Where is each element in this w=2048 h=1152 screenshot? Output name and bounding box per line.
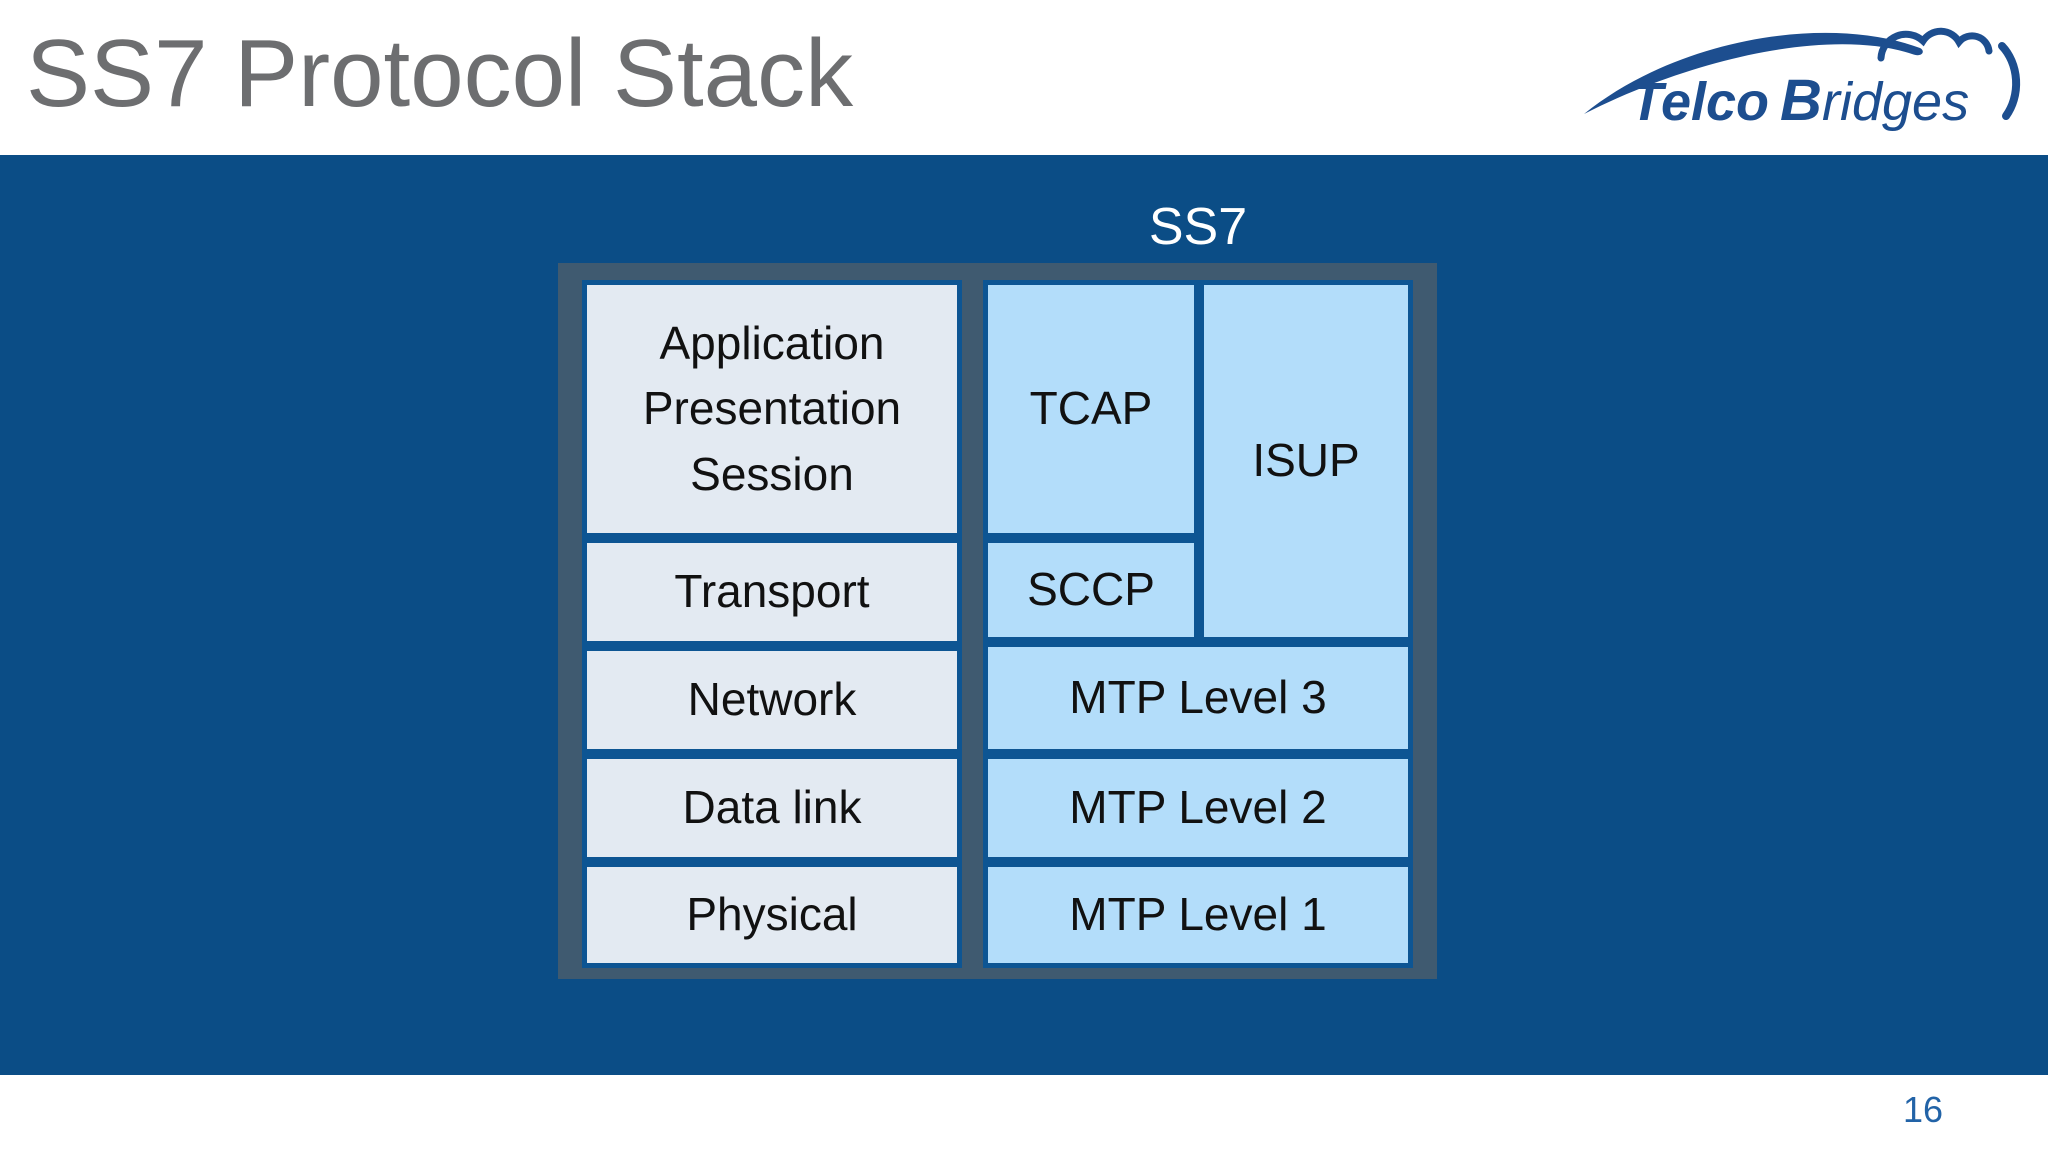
- brand-logo: Telco B ridges: [1578, 12, 2030, 144]
- isup-cell: ISUP: [1199, 280, 1413, 642]
- osi-layer-line: Transport: [674, 565, 870, 618]
- logo-text-b: B: [1780, 68, 1822, 133]
- ss7-stack: TCAP SCCP ISUP MTP Level 3 MTP Level 2: [983, 280, 1413, 968]
- protocol-diagram: Application Presentation Session Transpo…: [558, 263, 1437, 979]
- osi-layer-transport: Transport: [582, 538, 962, 646]
- logo-paren-icon: [1998, 42, 2021, 120]
- osi-layer-line: Application: [659, 317, 885, 370]
- sccp-label: SCCP: [1027, 563, 1155, 616]
- osi-stack: Application Presentation Session Transpo…: [582, 280, 962, 968]
- sccp-cell: SCCP: [983, 538, 1199, 642]
- slide-header: SS7 Protocol Stack Telco B ridges: [0, 0, 2048, 155]
- slide-footer: 16: [0, 1075, 2048, 1152]
- osi-layer-line: Network: [687, 673, 857, 726]
- page-number: 16: [1902, 1089, 1944, 1130]
- isup-label: ISUP: [1252, 434, 1360, 487]
- osi-layer-data-link: Data link: [582, 754, 962, 862]
- mtp-level-3-cell: MTP Level 3: [983, 642, 1413, 754]
- logo-text-ridges: ridges: [1822, 72, 1969, 132]
- slide-body: SS7 Application Presentation Session Tra…: [0, 155, 2048, 1075]
- tcap-label: TCAP: [1029, 382, 1153, 435]
- tcap-cell: TCAP: [983, 280, 1199, 538]
- mtp-level-1-label: MTP Level 1: [1069, 888, 1327, 941]
- mtp-level-1-cell: MTP Level 1: [983, 862, 1413, 968]
- logo-cloud-icon: [1877, 27, 1993, 62]
- osi-layer-application-presentation-session: Application Presentation Session: [582, 280, 962, 538]
- osi-layer-line: Presentation: [642, 382, 902, 435]
- logo-text-telco: Telco: [1630, 72, 1769, 132]
- telcobridges-logo-icon: Telco B ridges: [1584, 27, 2021, 133]
- page-title: SS7 Protocol Stack: [26, 20, 854, 127]
- ss7-tcap-sccp-column: TCAP SCCP: [983, 280, 1199, 642]
- osi-layer-line: Data link: [682, 781, 862, 834]
- ss7-upper-section: TCAP SCCP ISUP: [983, 280, 1413, 642]
- ss7-stack-label: SS7: [1148, 198, 1248, 256]
- mtp-level-2-cell: MTP Level 2: [983, 754, 1413, 862]
- osi-layer-line: Physical: [686, 888, 858, 941]
- mtp-level-2-label: MTP Level 2: [1069, 781, 1327, 834]
- osi-layer-physical: Physical: [582, 862, 962, 968]
- osi-layer-network: Network: [582, 646, 962, 754]
- osi-layer-line: Session: [690, 447, 854, 500]
- mtp-level-3-label: MTP Level 3: [1069, 671, 1327, 724]
